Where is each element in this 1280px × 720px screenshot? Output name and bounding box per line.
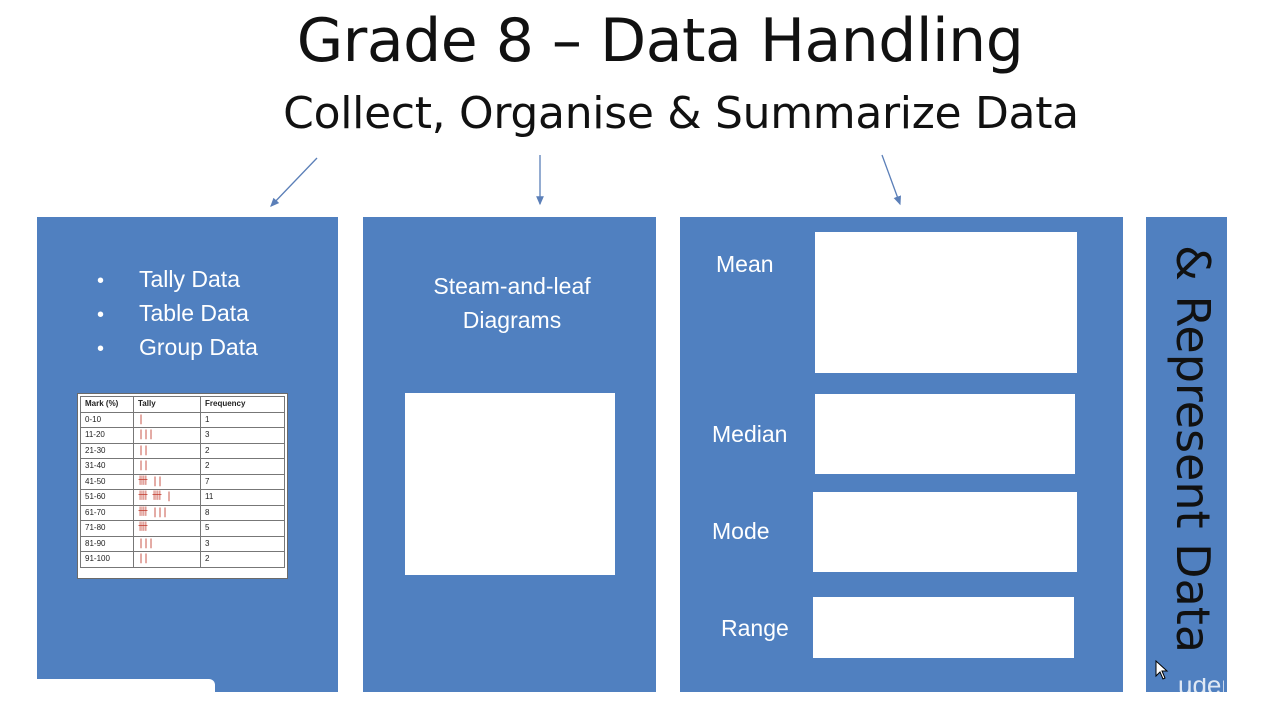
cell-frequency: 7	[200, 473, 285, 490]
table-row: 11-20|||3	[80, 427, 285, 444]
cell-tally: ||	[133, 442, 201, 459]
cell-tally: 卌 ||	[133, 473, 201, 490]
bullet-dot: •	[97, 304, 105, 326]
table-row: 21-30||2	[80, 442, 285, 459]
cell-mark: 0-10	[80, 411, 134, 428]
cell-tally: ||	[133, 458, 201, 475]
cell-mark: 81-90	[80, 535, 134, 552]
bullet-dot: •	[97, 338, 105, 360]
range-box	[813, 597, 1074, 658]
mode-label: Mode	[712, 518, 770, 544]
median-label: Median	[712, 421, 788, 447]
cell-frequency: 3	[200, 535, 285, 552]
cell-mark: 11-20	[80, 427, 134, 444]
cell-tally: |||	[133, 427, 201, 444]
watermark: uden	[1178, 678, 1224, 692]
cell-tally: 卌 |||	[133, 504, 201, 521]
table-row: 31-40||2	[80, 458, 285, 475]
stem-leaf-placeholder	[405, 393, 615, 575]
cell-tally: |	[133, 411, 201, 428]
table-row: 81-90|||3	[80, 535, 285, 552]
table-header-row: Mark (%) Tally Frequency	[80, 396, 285, 413]
cell-tally: 卌	[133, 520, 201, 537]
slide-subtitle: Collect, Organise & Summarize Data	[283, 88, 1079, 139]
arrow-to-summarize	[881, 154, 901, 206]
mean-label: Mean	[716, 251, 774, 277]
median-box	[815, 394, 1075, 474]
cell-frequency: 2	[200, 551, 285, 568]
collect-panel: • Tally Data • Table Data • Group Data Mark…	[37, 217, 338, 692]
stem-leaf-title: Steam-and-leaf Diagrams	[363, 269, 661, 337]
mean-box	[815, 232, 1077, 373]
header-frequency: Frequency	[200, 396, 285, 413]
stem-leaf-title-line1: Steam-and-leaf	[433, 273, 591, 299]
represent-panel: & Represent Data	[1146, 217, 1227, 692]
header-tally: Tally	[133, 396, 201, 413]
arrow-to-collect	[270, 157, 318, 207]
table-row: 91-100||2	[80, 551, 285, 568]
cell-mark: 71-80	[80, 520, 134, 537]
cell-mark: 61-70	[80, 504, 134, 521]
bullet-label: Table Data	[139, 300, 249, 326]
bullet-label: Tally Data	[139, 266, 240, 292]
bullet-dot: •	[97, 270, 105, 292]
bullet-label: Group Data	[139, 334, 258, 360]
organise-panel: Steam-and-leaf Diagrams	[363, 217, 656, 692]
summarize-panel: Mean Median Mode Range	[680, 217, 1123, 692]
cell-mark: 21-30	[80, 442, 134, 459]
cell-mark: 91-100	[80, 551, 134, 568]
slide-title: Grade 8 – Data Handling	[296, 6, 1024, 76]
bullet-item: • Tally Data	[97, 262, 258, 296]
cell-tally: 卌 卌 |	[133, 489, 201, 506]
cell-tally: |||	[133, 535, 201, 552]
cell-mark: 41-50	[80, 473, 134, 490]
mouse-pointer-icon	[1155, 660, 1169, 680]
cell-tally: ||	[133, 551, 201, 568]
cell-frequency: 2	[200, 442, 285, 459]
cell-frequency: 8	[200, 504, 285, 521]
cell-frequency: 5	[200, 520, 285, 537]
cell-mark: 31-40	[80, 458, 134, 475]
cell-mark: 51-60	[80, 489, 134, 506]
cell-frequency: 3	[200, 427, 285, 444]
bullet-item: • Group Data	[97, 330, 258, 364]
cell-frequency: 2	[200, 458, 285, 475]
cell-frequency: 11	[200, 489, 285, 506]
mode-box	[813, 492, 1077, 572]
collect-bullet-list: • Tally Data • Table Data • Group Data	[97, 262, 258, 364]
table-row: 0-10|1	[80, 411, 285, 428]
bullet-item: • Table Data	[97, 296, 258, 330]
represent-data-text: & Represent Data	[1166, 245, 1220, 654]
range-label: Range	[721, 615, 789, 641]
bottom-cover	[37, 679, 215, 699]
header-mark: Mark (%)	[80, 396, 134, 413]
stem-leaf-title-line2: Diagrams	[462, 307, 562, 333]
cell-frequency: 1	[200, 411, 285, 428]
